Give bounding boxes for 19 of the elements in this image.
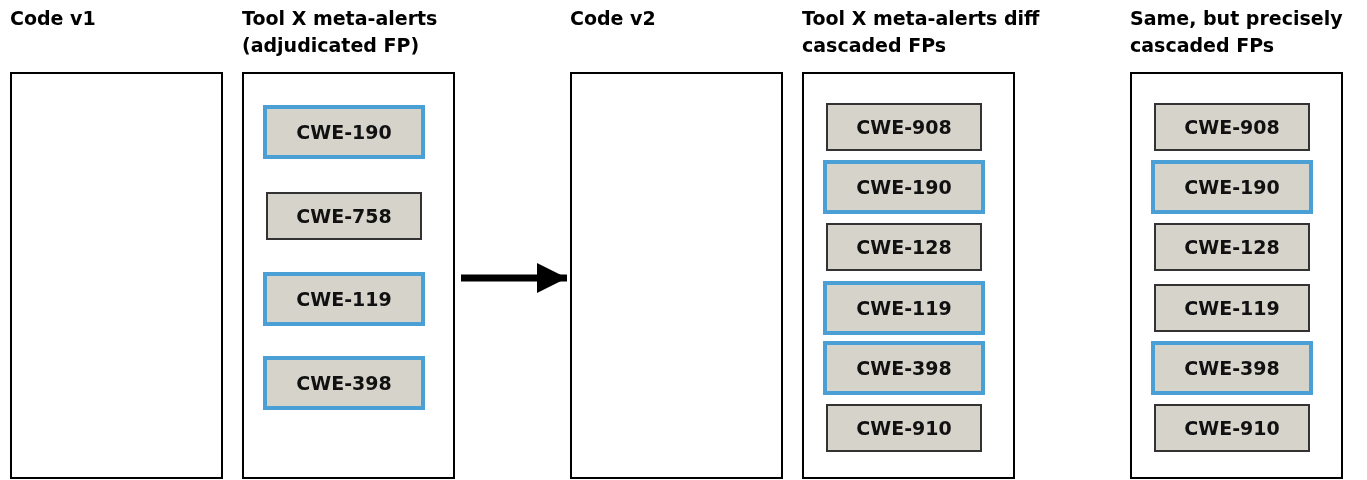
alert-box: CWE-398 [1151, 341, 1313, 395]
alert-box: CWE-758 [266, 192, 422, 240]
alert-box: CWE-128 [826, 223, 982, 271]
alert-box: CWE-910 [826, 404, 982, 452]
panel-heading: Same, but precisely cascaded FPs [1130, 6, 1344, 58]
panel-heading: Tool X meta-alerts (adjudicated FP) [242, 6, 439, 58]
alert-box: CWE-119 [263, 272, 425, 326]
alert-box: CWE-398 [263, 356, 425, 410]
alert-box: CWE-190 [263, 105, 425, 159]
alert-box: CWE-190 [823, 160, 985, 214]
alert-box: CWE-119 [1154, 284, 1310, 332]
alert-box: CWE-908 [1154, 103, 1310, 151]
alert-box: CWE-190 [1151, 160, 1313, 214]
alert-box: CWE-908 [826, 103, 982, 151]
panel-heading: Tool X meta-alerts diff cascaded FPs [802, 6, 1041, 58]
alert-box: CWE-128 [1154, 223, 1310, 271]
alert-box: CWE-910 [1154, 404, 1310, 452]
alert-box: CWE-119 [823, 281, 985, 335]
alert-box: CWE-398 [823, 341, 985, 395]
